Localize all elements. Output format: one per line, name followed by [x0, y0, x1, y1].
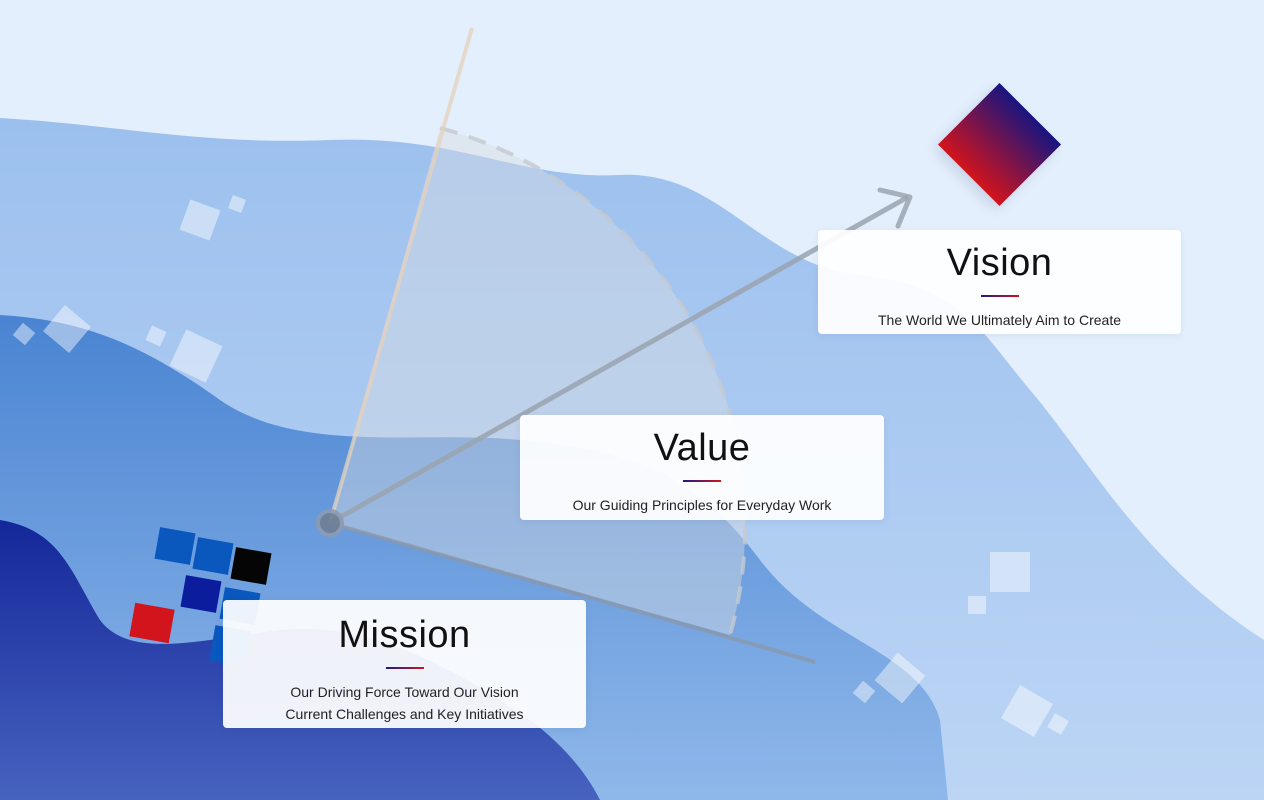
vision-subtitle: The World We Ultimately Aim to Create: [877, 312, 1121, 328]
vision-title: Vision: [946, 242, 1053, 284]
value-card: Value Our Guiding Principles for Everyda…: [520, 415, 884, 520]
mission-divider: [385, 667, 424, 669]
sector-edge-lower: [329, 521, 816, 664]
mission-title: Mission: [338, 614, 471, 656]
mission-line-2: Current Challenges and Key Initiatives: [285, 706, 524, 722]
sector-arc: [439, 126, 748, 636]
sector-edge-upper: [328, 27, 474, 524]
vision-arrow-shaft: [328, 194, 910, 526]
arrow-head-icon: [877, 187, 913, 229]
value-divider: [683, 480, 721, 482]
mission-line-1: Our Driving Force Toward Our Vision: [290, 684, 519, 700]
value-subtitle: Our Guiding Principles for Everyday Work: [572, 497, 832, 513]
origin-point: [316, 509, 344, 537]
decorative-squares: [12, 195, 1069, 737]
vision-divider: [980, 295, 1019, 297]
mission-card: Mission Our Driving Force Toward Our Vis…: [223, 600, 586, 728]
value-title: Value: [653, 427, 751, 469]
vision-card: Vision The World We Ultimately Aim to Cr…: [818, 230, 1181, 334]
